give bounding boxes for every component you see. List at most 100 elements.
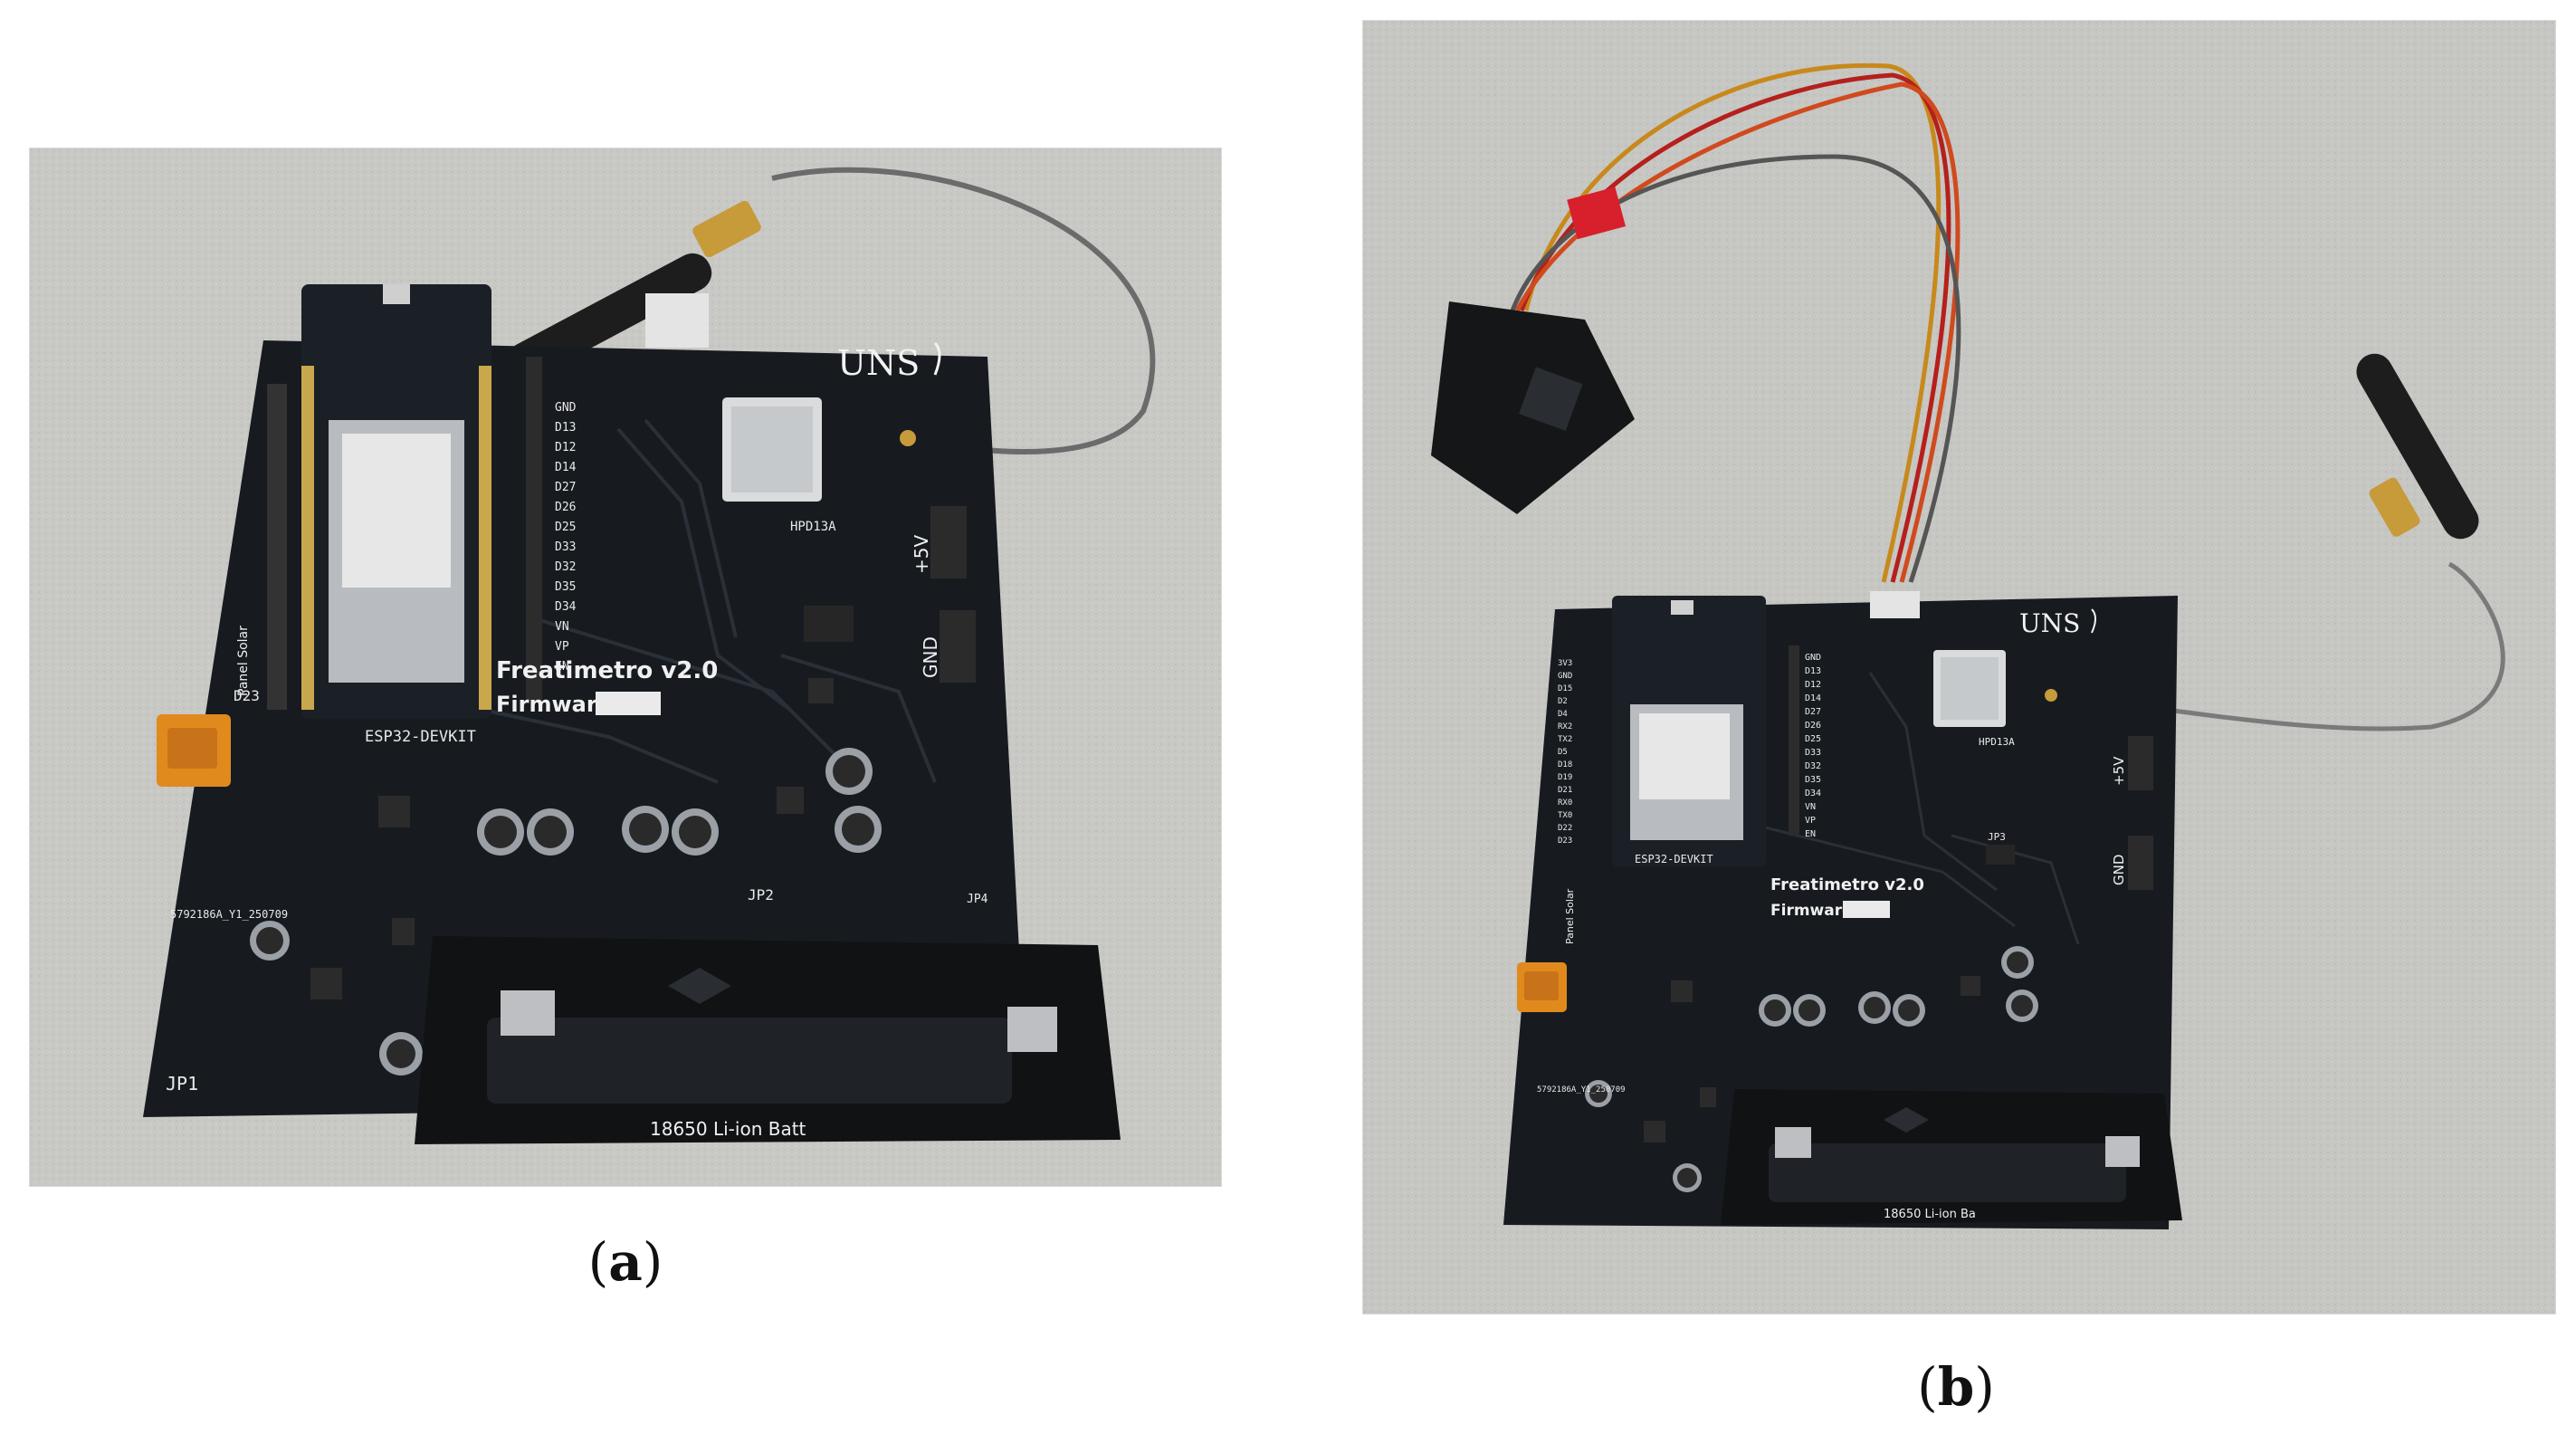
svg-text:D32: D32	[555, 560, 576, 574]
battery-label: 18650 Li-ion Ba	[1884, 1208, 1976, 1221]
gnd-header	[2128, 836, 2153, 890]
rf-module: HPD13A	[722, 397, 836, 534]
svg-text:GND: GND	[555, 401, 577, 415]
svg-text:D35: D35	[1805, 775, 1821, 785]
gnd-header	[940, 610, 976, 683]
solar-label: Panel Solar	[236, 626, 251, 696]
pcb-traces	[482, 418, 937, 784]
sensor-board	[1431, 301, 1635, 514]
firmware-box	[1843, 901, 1890, 918]
power-header	[2128, 736, 2153, 790]
jst-connector	[1870, 591, 1920, 618]
svg-text:D25: D25	[1805, 734, 1821, 744]
serial-label: 5792186A_Y1_250709	[1537, 1085, 1626, 1095]
pcb-traces	[1724, 672, 2080, 945]
antenna	[2356, 353, 2479, 540]
svg-text:D12: D12	[1805, 680, 1821, 690]
left-pin-label: D23	[234, 687, 260, 704]
svg-text:D25: D25	[555, 521, 576, 534]
battery-label: 18650 Li-ion Batt	[650, 1118, 806, 1140]
svg-text:VP: VP	[555, 640, 569, 654]
uns-logo-feather-icon	[2091, 608, 2096, 634]
ufl-connector	[900, 430, 916, 446]
esp32-label: ESP32-DEVKIT	[365, 728, 476, 746]
uns-logo-feather-icon	[933, 341, 941, 376]
jst-connector	[645, 293, 709, 348]
svg-text:D12: D12	[555, 441, 576, 454]
uns-logo: UNS	[837, 343, 920, 383]
gnd-label: GND	[920, 636, 941, 678]
svg-text:D5: D5	[1558, 748, 1568, 757]
svg-text:D15: D15	[1558, 684, 1572, 693]
board-title: Freatimetro v2.0	[1770, 875, 1924, 894]
firmware-box	[596, 692, 661, 715]
svg-text:D27: D27	[1805, 707, 1821, 717]
svg-text:D33: D33	[1805, 748, 1821, 758]
power-label: +5V	[2111, 756, 2127, 786]
capacitor-group	[250, 748, 882, 1076]
rf-module: HPD13A	[1933, 650, 2015, 748]
svg-text:D33: D33	[555, 540, 576, 554]
svg-text:D34: D34	[1805, 789, 1821, 798]
svg-text:D35: D35	[555, 580, 576, 594]
photo-b-drawing: ESP32-DEVKIT 3V3 GND D15 D2 D4 RX2 TX2 D…	[1363, 21, 2555, 1314]
jumper-label-jp3: JP3	[1988, 831, 2006, 843]
board-title: Freatimetro v2.0	[496, 657, 718, 684]
serial-label: 5792186A_Y1_250709	[170, 908, 288, 921]
jumper-block	[1986, 845, 2015, 865]
right-header	[526, 357, 542, 701]
jumper-label-jp1: JP1	[166, 1073, 198, 1095]
svg-text:EN: EN	[555, 660, 569, 674]
rf-module-label: HPD13A	[790, 520, 836, 534]
solar-connector	[1517, 962, 1567, 1012]
svg-text:D34: D34	[555, 600, 577, 614]
ic-group	[1644, 976, 1980, 1142]
jumper-label-jp2: JP2	[748, 886, 774, 903]
svg-text:D19: D19	[1558, 773, 1572, 782]
battery-holder: 18650 Li-ion Batt	[415, 936, 1121, 1144]
svg-text:D32: D32	[1805, 761, 1821, 771]
rf-module-label: HPD13A	[1979, 736, 2015, 748]
svg-text:D22: D22	[1558, 824, 1572, 833]
photo-panel-b: ESP32-DEVKIT 3V3 GND D15 D2 D4 RX2 TX2 D…	[1362, 20, 2556, 1314]
svg-text:GND: GND	[1805, 653, 1821, 663]
ic-group	[310, 678, 834, 999]
svg-text:RX2: RX2	[1558, 722, 1572, 731]
photo-a-drawing: ESP32-DEVKIT D23 GND D13 D12 D14 D27 D26…	[30, 148, 1221, 1186]
svg-text:D2: D2	[1558, 697, 1568, 706]
svg-text:D26: D26	[555, 501, 576, 514]
antenna-cable	[771, 167, 1156, 454]
photo-panel-a: ESP32-DEVKIT D23 GND D13 D12 D14 D27 D26…	[29, 148, 1222, 1187]
svg-text:D13: D13	[555, 421, 576, 435]
red-tape	[1567, 186, 1626, 240]
battery-holder: 18650 Li-ion Ba	[1721, 1089, 2182, 1225]
svg-text:D14: D14	[1805, 693, 1821, 703]
esp32-devkit: ESP32-DEVKIT	[1612, 596, 1766, 867]
svg-text:VN: VN	[555, 620, 569, 634]
jumper-label-jp4: JP4	[967, 893, 988, 906]
svg-text:TX2: TX2	[1558, 735, 1572, 744]
svg-text:D21: D21	[1558, 786, 1572, 795]
power-header	[930, 506, 967, 578]
svg-text:VN: VN	[1805, 802, 1816, 812]
right-header	[1789, 645, 1799, 836]
svg-text:D27: D27	[555, 481, 576, 494]
firmware-label: Firmware:	[1770, 902, 1858, 920]
svg-text:D23: D23	[1558, 836, 1572, 846]
left-header	[267, 384, 287, 710]
svg-text:D26: D26	[1805, 721, 1821, 731]
pin-label-column: GND D13 D12 D14 D27 D26 D25 D33 D32 D35 …	[555, 401, 577, 674]
svg-text:D14: D14	[555, 461, 577, 474]
svg-text:D13: D13	[1805, 666, 1821, 676]
svg-text:EN: EN	[1805, 829, 1816, 839]
svg-text:GND: GND	[1558, 672, 1572, 681]
svg-text:D4: D4	[1558, 710, 1568, 719]
left-pin-label-column: 3V3 GND D15 D2 D4 RX2 TX2 D5 D18 D19 D21…	[1558, 659, 1572, 846]
svg-text:D18: D18	[1558, 760, 1572, 770]
caption-a: (a)	[587, 1231, 663, 1293]
esp32-label: ESP32-DEVKIT	[1635, 853, 1713, 865]
capacitor-group	[1585, 946, 2038, 1192]
uns-logo: UNS	[2019, 608, 2080, 638]
svg-text:VP: VP	[1805, 816, 1816, 826]
solar-label: Panel Solar	[1564, 888, 1576, 944]
